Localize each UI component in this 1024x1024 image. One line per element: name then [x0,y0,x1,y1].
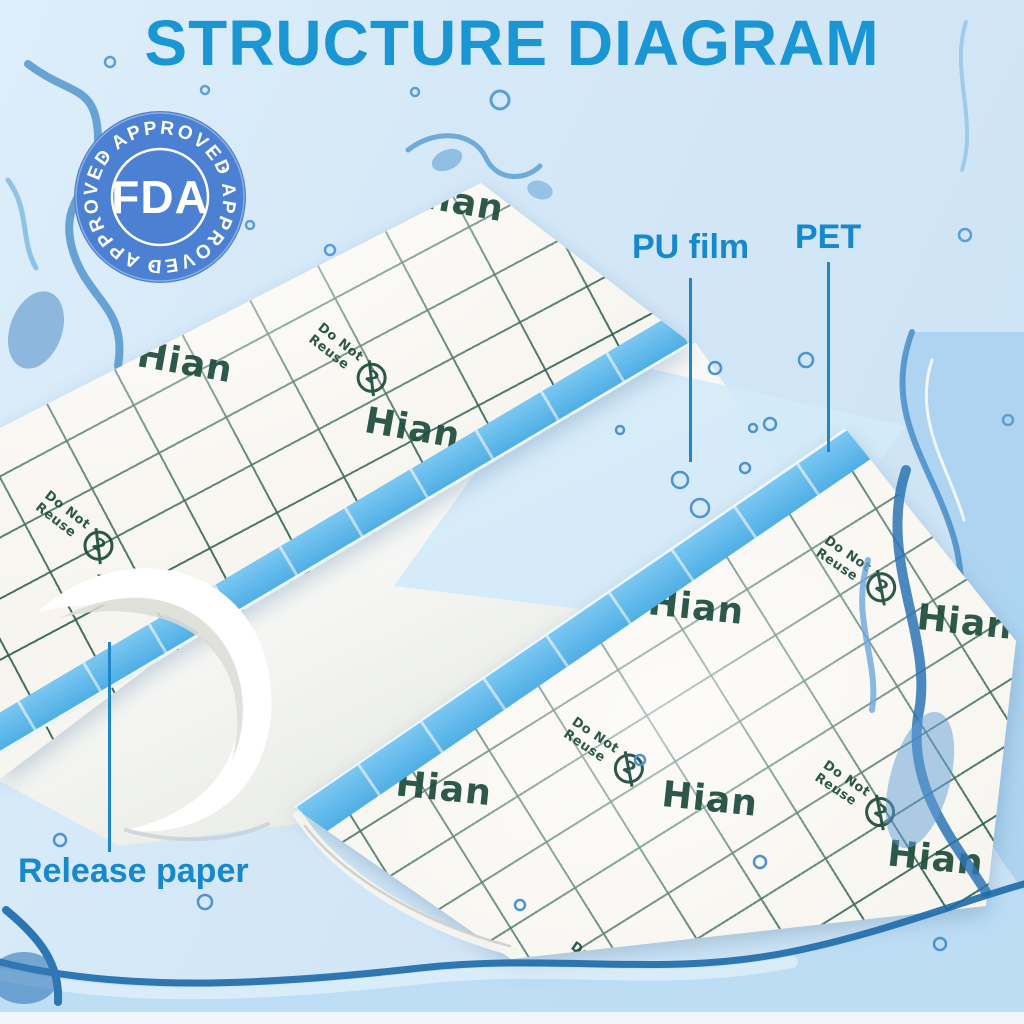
no-reuse-prohibition-icon: 2 [311,581,354,624]
page-title: STRUCTURE DIAGRAM [144,7,880,79]
brand-watermark: Hian [0,281,5,339]
label-pet: PET [795,218,862,256]
no-reuse-prohibition-icon: 2 [120,286,163,329]
release-paper-leader-line [108,642,111,852]
badge-inner-ring [110,147,210,247]
no-reuse-prohibition-icon: 2 [390,121,432,163]
do-not-label: Do Not [353,84,405,130]
reuse-label: Reuse [580,168,628,210]
pu-film-leader-line [689,278,692,462]
no-reuse-prohibition-icon: 2 [586,416,629,459]
badge-circle [74,111,246,283]
no-reuse-prohibition-icon: 2 [661,0,703,2]
label-pu-film: PU film [632,228,750,266]
no-reuse-prohibition-icon: 2 [861,252,903,294]
fda-approved-badge: · APPROVED · APPROVED · APPROVED FDA [74,111,246,283]
label-release-paper: Release paper [18,852,249,890]
brand-watermark: Hian [405,173,508,231]
brand-watermark: Hian [134,334,237,392]
do-not-label: Do Not [590,156,642,202]
reuse-label: Reuse [344,96,391,138]
pet-leader-line [827,262,830,452]
badge-fda-text: FDA [111,171,209,223]
brand-watermark: Hian [912,73,1015,131]
